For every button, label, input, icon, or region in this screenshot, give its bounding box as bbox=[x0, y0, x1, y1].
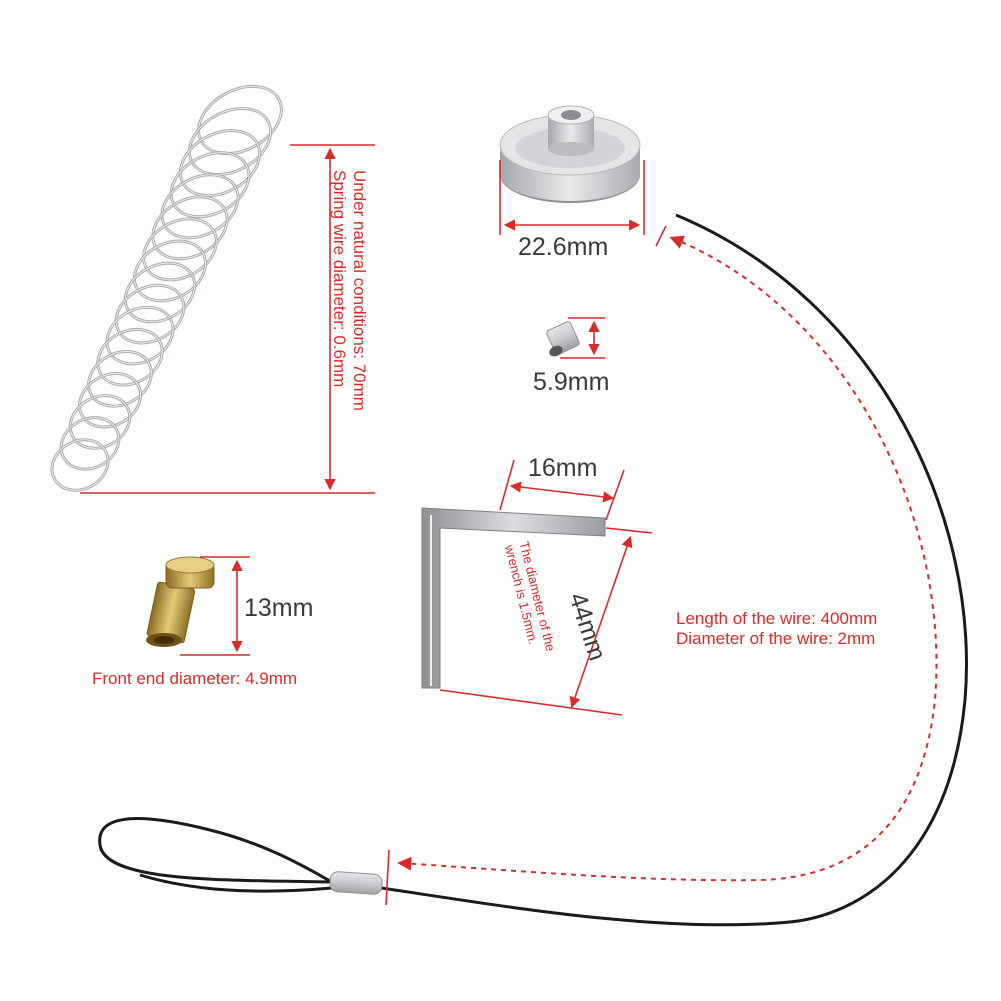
wire-loop-cable-icon bbox=[98, 213, 968, 927]
wrench-dimension-lines bbox=[439, 459, 653, 716]
disc-dimension-line bbox=[499, 160, 645, 235]
wire-diameter-text: Diameter of the wire: 2mm bbox=[676, 629, 876, 648]
wrench-short-arm-label: 16mm bbox=[528, 454, 598, 482]
sleeve-height-label: 5.9mm bbox=[533, 368, 610, 396]
spring-dimension-label: Under natural conditions: 70mm Spring wi… bbox=[330, 170, 369, 411]
nozzle-height-label: 13mm bbox=[244, 594, 314, 622]
small-sleeve-icon bbox=[546, 321, 580, 357]
nozzle-front-diameter-label: Front end diameter: 4.9mm bbox=[92, 669, 298, 688]
spring-wire-diameter-text: Spring wire diameter: 0.6mm bbox=[330, 170, 349, 388]
disc-width-label: 22.6mm bbox=[518, 233, 609, 261]
spring-dimension-line bbox=[80, 144, 375, 494]
bushing-disc-icon bbox=[499, 105, 641, 203]
spring-icon bbox=[50, 84, 283, 492]
spring-length-text: Under natural conditions: 70mm bbox=[350, 170, 369, 411]
brass-nozzle-icon bbox=[146, 556, 215, 647]
wire-length-text: Length of the wire: 400mm bbox=[676, 609, 878, 628]
nozzle-dimension-line bbox=[180, 556, 250, 656]
wire-dimension-line bbox=[385, 225, 938, 906]
wire-spec-label: Length of the wire: 400mm Diameter of th… bbox=[676, 610, 877, 647]
